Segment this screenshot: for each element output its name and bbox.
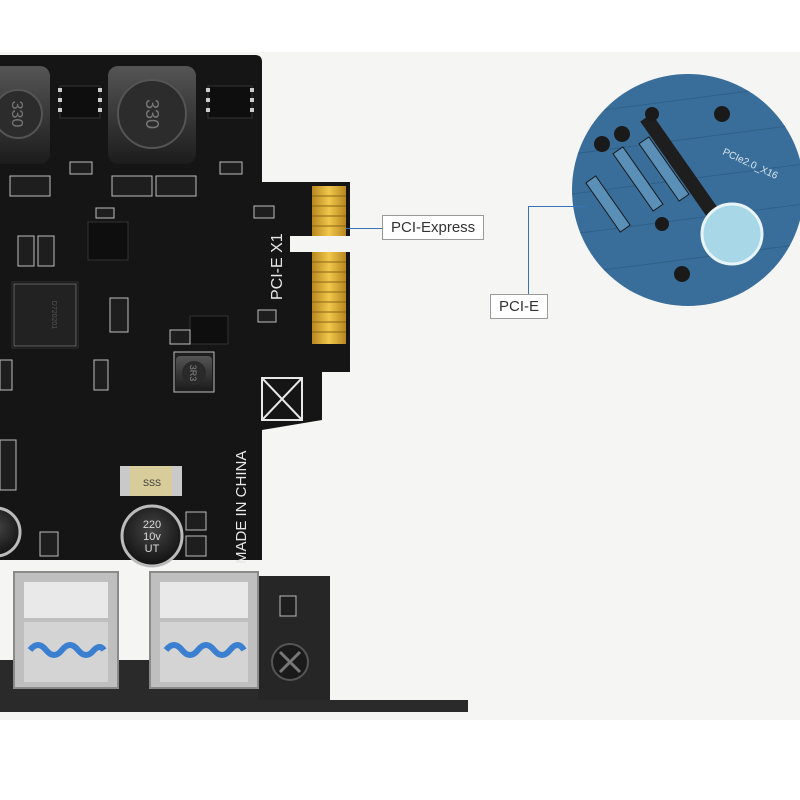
controller-chip: D720201 bbox=[13, 283, 77, 347]
svg-text:D720201: D720201 bbox=[50, 301, 57, 330]
callout-line-pci-express bbox=[346, 228, 382, 229]
slot-label-silkscreen: PCI-E X1 bbox=[269, 233, 286, 300]
gold-fingers bbox=[290, 186, 350, 344]
svg-text:3R3: 3R3 bbox=[188, 365, 198, 382]
callout-line-pci-e-vertical bbox=[528, 206, 529, 296]
callout-pci-express: PCI-Express bbox=[382, 215, 485, 240]
small-inductor: 3R3 bbox=[176, 356, 212, 390]
pcb-board bbox=[0, 55, 350, 560]
callout-line-pci-e-horizontal bbox=[528, 206, 586, 207]
fuse-f4: SSS bbox=[120, 466, 182, 496]
capacitor-left-partial bbox=[0, 506, 22, 558]
power-inductor-left: 330 bbox=[0, 66, 50, 164]
usb-port-left bbox=[13, 571, 119, 689]
silkscreen: PCI-E X1 MADE IN CHINA bbox=[233, 233, 286, 564]
motherboard-photo: PCIe2.0_X16 bbox=[572, 74, 800, 306]
motherboard-inset: PCIe2.0_X16 bbox=[572, 74, 800, 306]
svg-text:330: 330 bbox=[8, 101, 25, 128]
svg-text:UT: UT bbox=[145, 543, 160, 555]
power-inductor-right: 330 bbox=[108, 66, 196, 164]
svg-text:220: 220 bbox=[143, 519, 161, 531]
svg-text:SSS: SSS bbox=[143, 478, 161, 488]
callout-pci-e: PCI-E bbox=[490, 294, 549, 319]
svg-text:330: 330 bbox=[142, 99, 162, 129]
weee-symbol bbox=[261, 377, 303, 421]
usb-port-right bbox=[149, 571, 259, 689]
svg-text:10v: 10v bbox=[143, 531, 161, 543]
capacitor-220uf: 220 10v UT bbox=[120, 504, 184, 568]
origin-silkscreen: MADE IN CHINA bbox=[233, 451, 250, 564]
